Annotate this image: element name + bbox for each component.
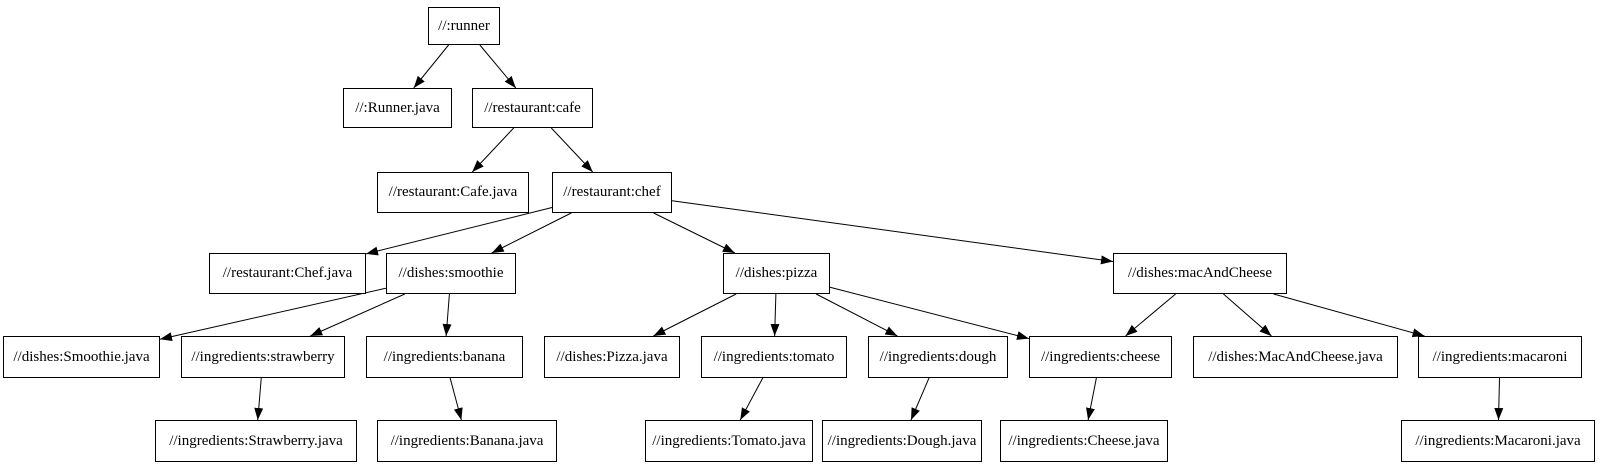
edge-dough-dough-java: [910, 377, 930, 421]
node-label-mac-and-cheese-java: //dishes:MacAndCheese.java: [1208, 348, 1383, 365]
edge-mac-and-cheese-cheese: [1125, 293, 1176, 337]
graph-node-banana-java: //ingredients:Banana.java: [377, 420, 557, 462]
edge-smoothie-banana: [442, 293, 452, 337]
graph-node-cafe-java: //restaurant:Cafe.java: [377, 172, 529, 213]
graph-node-mac-and-cheese-java: //dishes:MacAndCheese.java: [1193, 336, 1398, 378]
node-label-cheese: //ingredients:cheese: [1040, 348, 1161, 365]
edge-banana-banana-java: [449, 377, 463, 421]
node-label-runner: //:runner: [438, 17, 490, 34]
graph-node-chef-java: //restaurant:Chef.java: [209, 253, 366, 294]
node-label-dough-java: //ingredients:Dough.java: [827, 432, 977, 449]
node-label-chef: //restaurant:chef: [563, 184, 661, 200]
graph-node-tomato-java: //ingredients:Tomato.java: [645, 420, 813, 462]
edge-chef-chef-java: [365, 206, 553, 256]
node-label-smoothie: //dishes:smoothie: [398, 265, 504, 281]
edge-runner-runner-java: [413, 44, 449, 89]
edge-pizza-dough: [815, 293, 898, 337]
node-label-cafe-java: //restaurant:Cafe.java: [388, 184, 518, 200]
graph-node-cheese: //ingredients:cheese: [1029, 336, 1172, 378]
node-label-tomato: //ingredients:tomato: [713, 348, 835, 365]
graph-node-smoothie: //dishes:smoothie: [386, 253, 516, 294]
node-label-chef-java: //restaurant:Chef.java: [222, 265, 353, 281]
edge-mac-and-cheese-macaroni: [1273, 293, 1425, 338]
graph-node-cafe: //restaurant:cafe: [472, 88, 593, 128]
graph-node-strawberry-java: //ingredients:Strawberry.java: [155, 420, 357, 462]
node-label-dough: //ingredients:dough: [879, 348, 997, 365]
edge-cafe-cafe-java: [471, 127, 515, 173]
node-label-cafe: //restaurant:cafe: [484, 99, 581, 116]
edge-chef-smoothie: [491, 212, 572, 254]
graph-node-pizza: //dishes:pizza: [723, 253, 830, 294]
edge-chef-pizza: [653, 212, 736, 254]
node-label-banana-java: //ingredients:Banana.java: [390, 432, 544, 449]
node-label-mac-and-cheese: //dishes:macAndCheese: [1127, 265, 1273, 281]
graph-node-pizza-java: //dishes:Pizza.java: [544, 336, 680, 378]
graph-node-dough-java: //ingredients:Dough.java: [822, 420, 982, 462]
edge-smoothie-smoothie-java: [159, 287, 387, 342]
edge-pizza-tomato: [770, 293, 780, 337]
graph-node-macaroni-java: //ingredients:Macaroni.java: [1401, 420, 1595, 462]
node-label-tomato-java: //ingredients:Tomato.java: [652, 432, 806, 449]
edge-mac-and-cheese-mac-and-cheese-java: [1223, 293, 1272, 337]
edge-smoothie-strawberry: [310, 293, 406, 337]
graph-node-dough: //ingredients:dough: [868, 336, 1008, 378]
graph-node-runner: //:runner: [428, 7, 500, 45]
graph-node-cheese-java: //ingredients:Cheese.java: [1000, 420, 1168, 462]
edge-chef-mac-and-cheese: [671, 200, 1114, 265]
node-label-pizza-java: //dishes:Pizza.java: [556, 348, 668, 365]
edges: [159, 44, 1504, 421]
edge-runner-cafe: [479, 44, 517, 89]
graph-node-macaroni: //ingredients:macaroni: [1418, 336, 1582, 378]
graph-node-chef: //restaurant:chef: [552, 172, 672, 213]
graph-node-runner-java: //:Runner.java: [343, 88, 452, 128]
edge-tomato-tomato-java: [739, 377, 764, 421]
graph-node-smoothie-java: //dishes:Smoothie.java: [3, 336, 160, 378]
node-label-strawberry: //ingredients:strawberry: [191, 348, 335, 365]
node-label-banana: //ingredients:banana: [383, 348, 506, 365]
edge-pizza-cheese: [829, 286, 1030, 340]
graph-node-strawberry: //ingredients:strawberry: [181, 336, 345, 378]
edge-cafe-chef: [550, 127, 594, 173]
node-label-macaroni-java: //ingredients:Macaroni.java: [1415, 432, 1581, 449]
edge-cheese-cheese-java: [1086, 377, 1097, 421]
edge-pizza-pizza-java: [653, 293, 737, 337]
graph-node-banana: //ingredients:banana: [366, 336, 523, 378]
node-label-cheese-java: //ingredients:Cheese.java: [1008, 432, 1160, 449]
edge-macaroni-macaroni-java: [1494, 377, 1504, 421]
node-label-runner-java: //:Runner.java: [355, 99, 440, 116]
edge-strawberry-strawberry-java: [254, 377, 264, 421]
node-label-pizza: //dishes:pizza: [735, 265, 818, 281]
graph-node-tomato: //ingredients:tomato: [701, 336, 847, 378]
graph-node-mac-and-cheese: //dishes:macAndCheese: [1113, 253, 1287, 294]
node-label-smoothie-java: //dishes:Smoothie.java: [13, 348, 150, 365]
node-label-strawberry-java: //ingredients:Strawberry.java: [169, 432, 343, 449]
node-label-macaroni: //ingredients:macaroni: [1432, 348, 1568, 365]
